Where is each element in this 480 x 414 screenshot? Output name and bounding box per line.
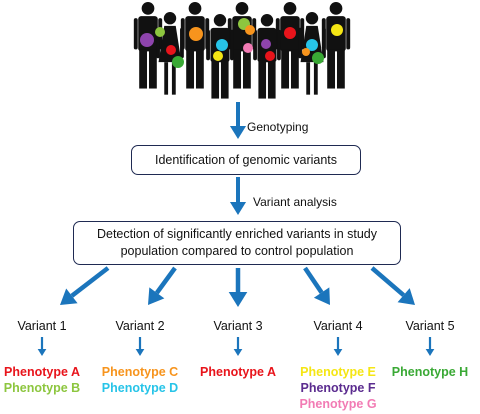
phenotype-e-label: Phenotype E: [300, 365, 376, 379]
variant-marker-blob: [312, 52, 324, 64]
detection-text-line1: Detection of significantly enriched vari…: [96, 227, 377, 242]
variant-marker-blob: [216, 39, 228, 51]
variant-marker-blob: [166, 45, 176, 55]
detection-text-line2: population compared to control populatio…: [120, 244, 354, 258]
arrow-variant-2-to-phenotype: [135, 337, 145, 356]
phenotype-g-label: Phenotype G: [299, 397, 377, 411]
variant-2-label: Variant 2: [115, 319, 165, 333]
arrow-variant-4-to-phenotype: [333, 337, 343, 356]
variant-marker-blob: [245, 25, 255, 35]
arrow-variant-3-to-phenotype: [233, 337, 243, 356]
identification-box: Identification of genomic variants: [131, 145, 361, 175]
arrow-genotyping: [229, 102, 247, 139]
arrow-variant-analysis: [229, 177, 247, 215]
arrow-to-variant-2: [148, 266, 177, 305]
variant-marker-blob: [140, 33, 154, 47]
arrow-variant-5-to-phenotype: [425, 337, 435, 356]
variant-marker-blob: [302, 48, 310, 56]
step-genotyping: Genotyping: [247, 120, 309, 134]
variant-marker-blob: [331, 24, 343, 36]
variant-5-label: Variant 5: [405, 319, 455, 333]
arrow-to-variant-3: [228, 268, 248, 307]
variant-marker-blob: [284, 27, 296, 39]
variant-4-label: Variant 4: [313, 319, 363, 333]
detection-box: Detection of significantly enriched vari…: [73, 221, 401, 265]
arrow-to-variant-4: [303, 266, 330, 305]
arrow-to-variant-5: [370, 266, 415, 305]
variant-marker-blob: [213, 51, 223, 61]
variant-marker-blob: [172, 56, 184, 68]
variant-marker-blob: [155, 27, 165, 37]
arrow-to-variant-1: [60, 266, 110, 305]
variant-marker-blob: [189, 27, 203, 41]
variant-3-label: Variant 3: [213, 319, 263, 333]
phenotype-f-label: Phenotype F: [300, 381, 376, 395]
step-variant-analysis: Variant analysis: [253, 195, 337, 209]
phenotype-c-label: Phenotype C: [101, 365, 179, 379]
phenotype-h-label: Phenotype H: [391, 365, 469, 379]
phenotype-b-label: Phenotype B: [3, 381, 81, 395]
arrow-variant-1-to-phenotype: [37, 337, 47, 356]
variant-marker-blob: [261, 39, 271, 49]
variant-marker-blob: [243, 43, 253, 53]
variant-marker-blob: [306, 39, 318, 51]
phenotype-a-label: Phenotype A: [4, 365, 80, 379]
variant-1-label: Variant 1: [17, 319, 67, 333]
identification-text: Identification of genomic variants: [154, 152, 338, 167]
phenotype-a-label: Phenotype A: [200, 365, 276, 379]
phenotype-d-label: Phenotype D: [101, 381, 179, 395]
variant-marker-blob: [265, 51, 275, 61]
